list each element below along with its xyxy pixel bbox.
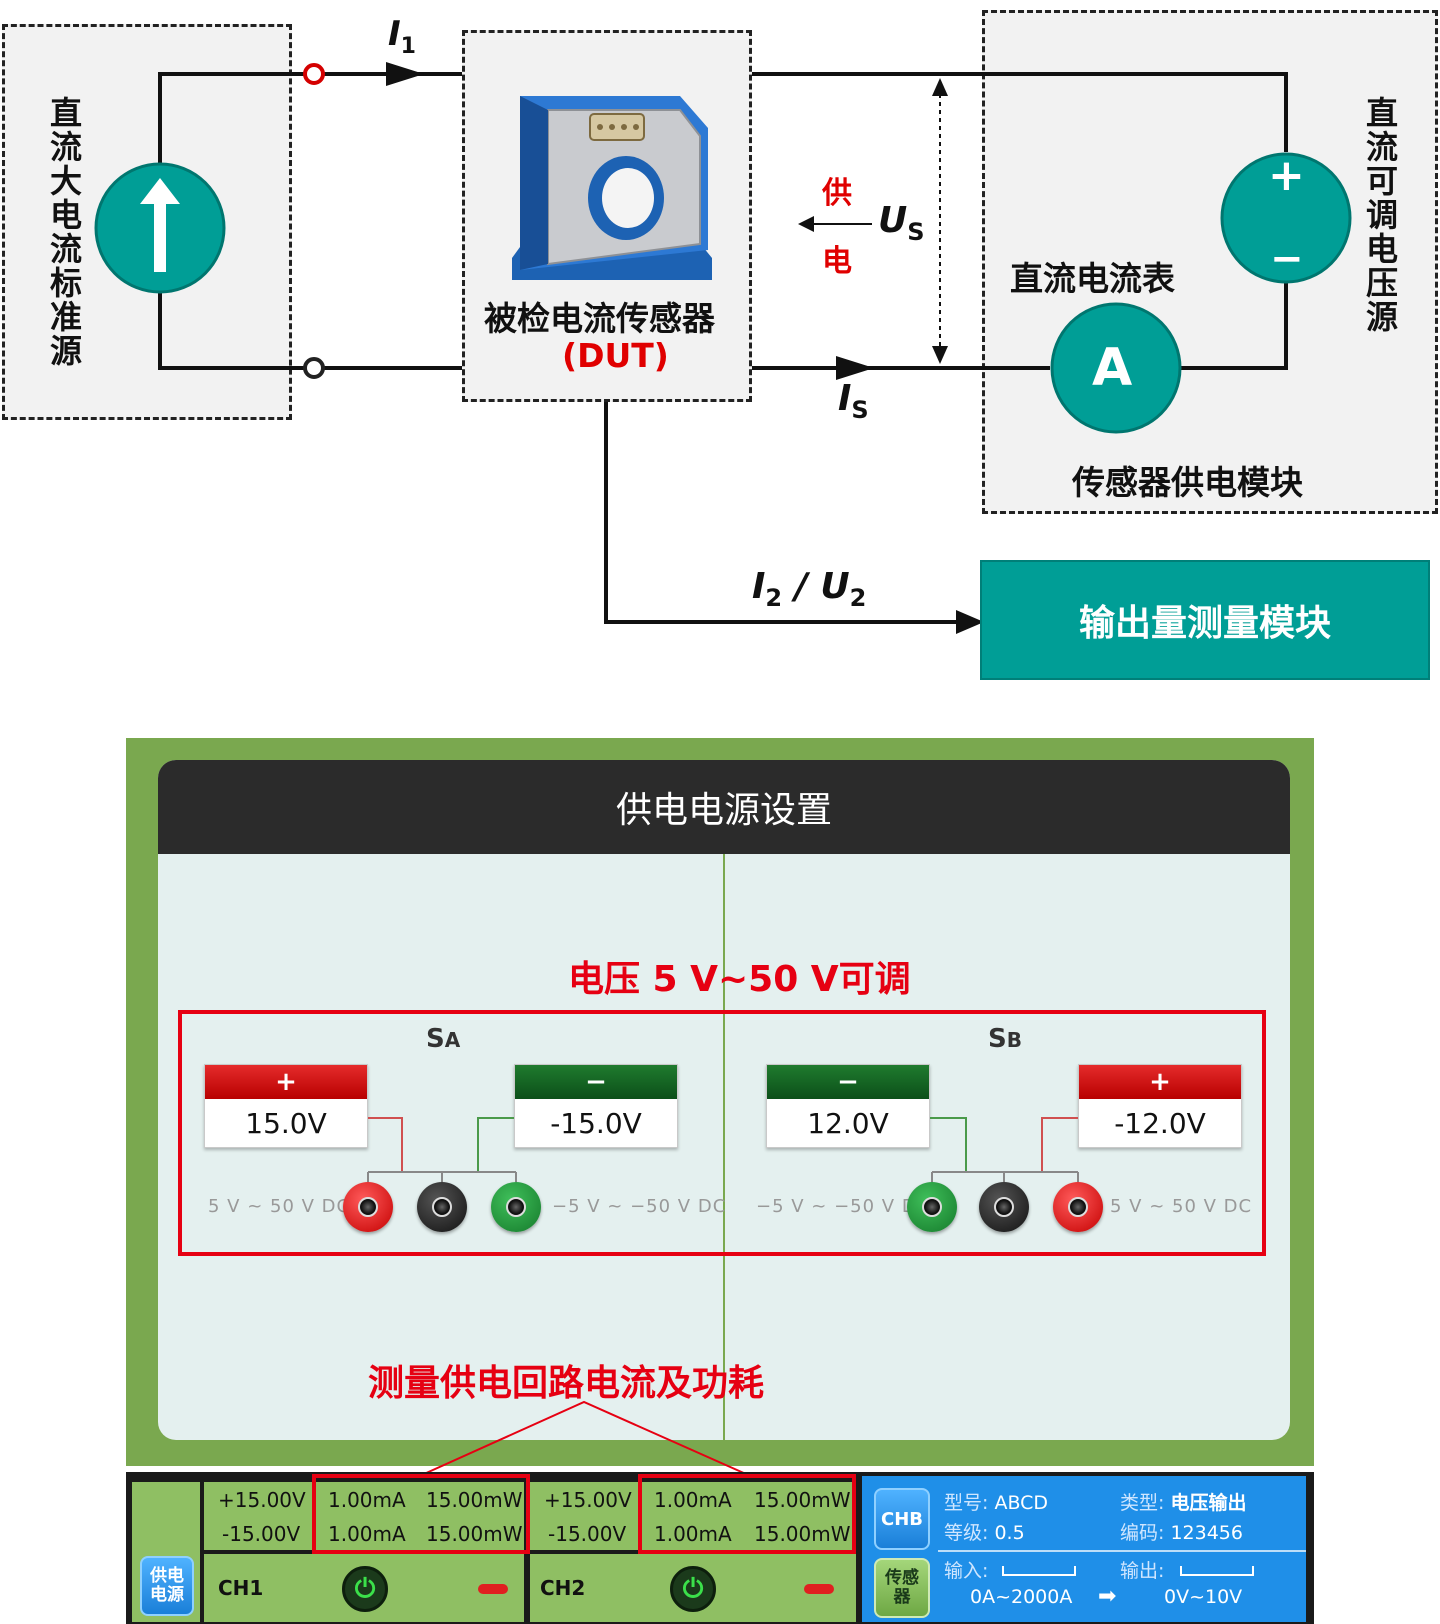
sensor-model: 型号: ABCD	[944, 1492, 1049, 1514]
power-icon: ⏻	[354, 1574, 376, 1604]
ch2-status-indicator	[804, 1584, 834, 1594]
sensor-output-range: 0V~10V	[1164, 1586, 1243, 1608]
sa-terminal-negative[interactable]	[491, 1182, 541, 1232]
ch1-p-neg: 15.00mW	[426, 1522, 523, 1546]
ch2-values: +15.00V -15.00V 1.00mA 1.00mA 15.00mW 15…	[530, 1482, 856, 1550]
sb-terminal-common[interactable]	[979, 1182, 1029, 1232]
ch1-v-pos: +15.00V	[218, 1488, 306, 1512]
supply-module-label: 传感器供电模块	[1072, 463, 1303, 502]
sb-plus-bar: +	[1079, 1065, 1241, 1099]
ch1-values: +15.00V -15.00V 1.00mA 1.00mA 15.00mW 15…	[204, 1482, 524, 1550]
sb-minus-value: 12.0V	[807, 1106, 889, 1140]
output-scale-icon	[1180, 1566, 1254, 1576]
us-label: US	[878, 200, 925, 247]
panel-divider	[723, 854, 725, 1440]
power-icon: ⏻	[682, 1574, 704, 1604]
sb-label: SB	[988, 1024, 1022, 1054]
i2-u2-label: I2 / U2	[752, 566, 867, 613]
sensor-code: 编码: 123456	[1120, 1522, 1243, 1544]
voltage-source-icon	[1220, 152, 1352, 284]
chb-button[interactable]: CHB	[874, 1488, 930, 1550]
sb-minus-bar: −	[767, 1065, 929, 1099]
i1-label: I1	[388, 14, 416, 59]
ch1-current-frame	[312, 1474, 530, 1554]
supply-label-bottom: 电	[822, 244, 852, 279]
ch1-i-pos: 1.00mA	[328, 1488, 406, 1512]
sb-terminal-positive[interactable]	[1053, 1182, 1103, 1232]
sa-range-left: 5 V ~ 50 V DC	[208, 1196, 351, 1217]
output-arrow	[956, 610, 984, 634]
sensor-input-range: 0A~2000A	[970, 1586, 1073, 1608]
ch2-power-button[interactable]: ⏻	[670, 1566, 716, 1612]
sensor-button[interactable]: 传感器	[874, 1558, 930, 1618]
sensor-type: 类型: 电压输出	[1120, 1492, 1247, 1514]
sa-terminal-positive[interactable]	[343, 1182, 393, 1232]
sensor-input-label: 输入:	[944, 1560, 989, 1582]
current-sensor-icon	[512, 96, 712, 280]
ch1-i-neg: 1.00mA	[328, 1522, 406, 1546]
terminal-top	[303, 63, 325, 85]
sa-terminal-common[interactable]	[417, 1182, 467, 1232]
supply-label-top: 供	[822, 176, 852, 211]
sb-range-right: 5 V ~ 50 V DC	[1110, 1196, 1253, 1217]
ch2-current-frame	[638, 1474, 856, 1554]
ch1-p-pos: 15.00mW	[426, 1488, 523, 1512]
ammeter-icon	[1050, 302, 1182, 434]
sa-label: SA	[426, 1024, 461, 1054]
dut-label: 被检电流传感器	[484, 299, 715, 338]
sensor-info-divider	[938, 1550, 1306, 1552]
ch2-p-neg: 15.00mW	[754, 1522, 851, 1546]
sb-range-left: −5 V ~ −50 V DC	[756, 1196, 931, 1217]
sb-plus-value: -12.0V	[1114, 1106, 1206, 1140]
meter-label: 直流电流表	[1010, 259, 1175, 298]
terminal-bottom	[303, 357, 325, 379]
i1-arrow	[386, 62, 424, 86]
voltage-note: 电压 5 V~50 V可调	[568, 959, 911, 1000]
ch1-power-button[interactable]: ⏻	[342, 1566, 388, 1612]
sb-terminal-negative[interactable]	[907, 1182, 957, 1232]
sa-plus-value: 15.0V	[245, 1106, 327, 1140]
standard-source-label: 直流大电流标准源	[49, 94, 82, 370]
sa-plus-bar: +	[205, 1065, 367, 1099]
is-label: IS	[838, 378, 869, 425]
sa-minus-bar: −	[515, 1065, 677, 1099]
supply-button[interactable]: 供电电源	[140, 1556, 194, 1616]
sb-plus-voltage-box[interactable]: + -12.0V	[1078, 1064, 1242, 1148]
input-scale-icon	[1002, 1566, 1076, 1576]
ch1-v-neg: -15.00V	[222, 1522, 301, 1546]
sa-minus-voltage-box[interactable]: − -15.0V	[514, 1064, 678, 1148]
sensor-grade: 等级: 0.5	[944, 1522, 1025, 1544]
circuit-wires	[94, 62, 1352, 634]
sensor-info-panel	[862, 1476, 1306, 1622]
ch2-p-pos: 15.00mW	[754, 1488, 851, 1512]
dut-code: (DUT)	[562, 336, 669, 375]
sa-minus-value: -15.0V	[550, 1106, 642, 1140]
is-arrow	[836, 356, 874, 380]
arrow-right-icon: ➡	[1098, 1584, 1117, 1609]
ch1-status-indicator	[478, 1584, 508, 1594]
sa-range-right: −5 V ~ −50 V DC	[552, 1196, 727, 1217]
up-arrow-icon	[140, 178, 180, 272]
supply-module-box	[982, 10, 1438, 514]
ch2-name: CH2	[540, 1576, 586, 1600]
ch1-name: CH1	[218, 1576, 264, 1600]
ch2-i-neg: 1.00mA	[654, 1522, 732, 1546]
voltage-source-label: 直流可调电压源	[1365, 94, 1398, 336]
ch2-v-neg: -15.00V	[548, 1522, 627, 1546]
sensor-output-label: 输出:	[1120, 1560, 1165, 1582]
sa-plus-voltage-box[interactable]: + 15.0V	[204, 1064, 368, 1148]
voltage-frame	[178, 1010, 1266, 1256]
output-measurement-module: 输出量测量模块	[980, 560, 1430, 680]
sb-minus-voltage-box[interactable]: − 12.0V	[766, 1064, 930, 1148]
ch2-v-pos: +15.00V	[544, 1488, 632, 1512]
ch2-i-pos: 1.00mA	[654, 1488, 732, 1512]
plus-sign: +	[1268, 150, 1305, 201]
panel-title: 供电电源设置	[158, 760, 1290, 854]
minus-sign: −	[1270, 236, 1304, 282]
current-note: 测量供电回路电流及功耗	[368, 1363, 765, 1404]
meter-symbol: A	[1092, 338, 1133, 398]
